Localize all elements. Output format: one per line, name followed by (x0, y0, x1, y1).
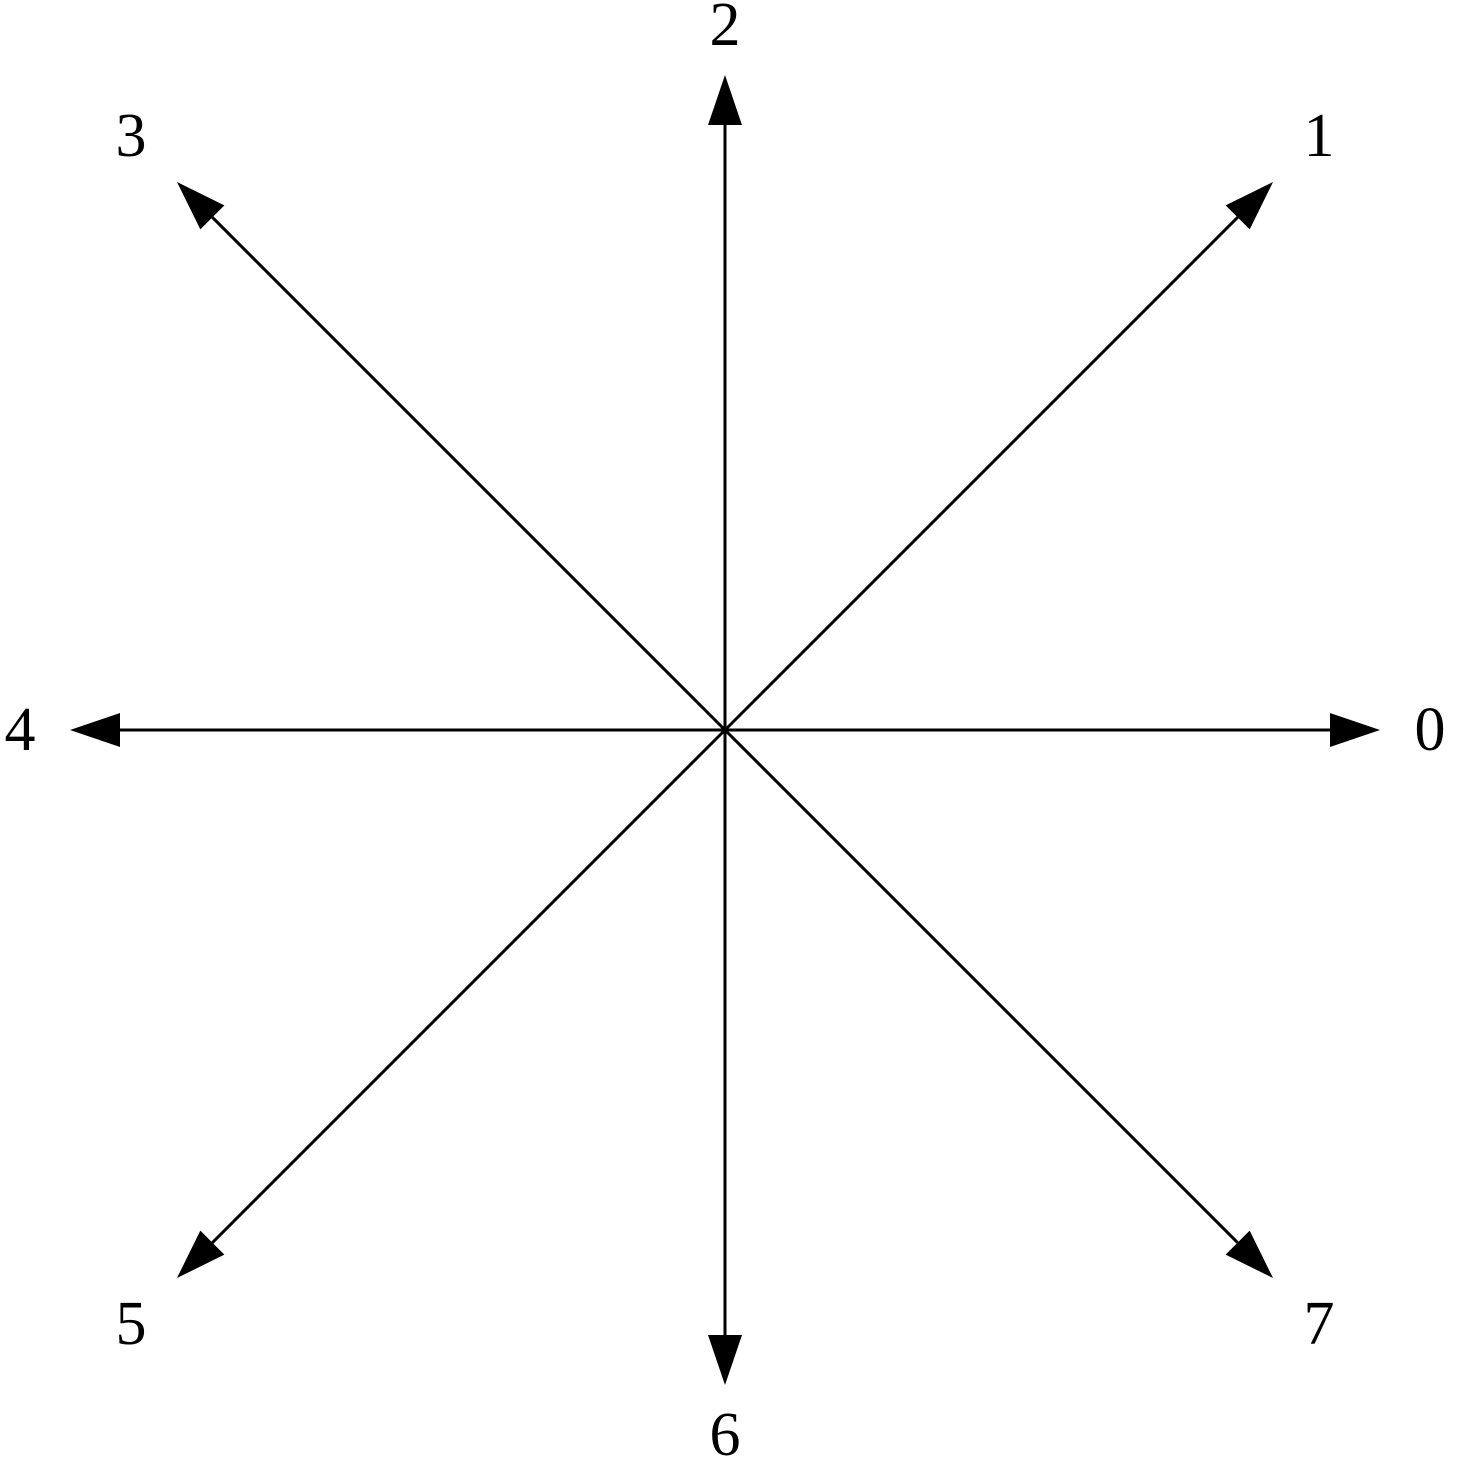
direction-label-2: 2 (710, 0, 741, 59)
arrowhead-5 (176, 1230, 225, 1279)
arrow-shaft-1 (723, 216, 1239, 732)
direction-label-5: 5 (116, 1290, 147, 1358)
arrow-shaft-5 (211, 728, 727, 1244)
arrowhead-6 (708, 1335, 742, 1385)
arrowhead-0 (1330, 713, 1380, 747)
direction-label-1: 1 (1303, 102, 1334, 170)
direction-label-7: 7 (1303, 1290, 1334, 1358)
direction-label-0: 0 (1415, 696, 1446, 764)
arrowhead-7 (1225, 1230, 1274, 1279)
direction-label-4: 4 (5, 696, 36, 764)
direction-label-6: 6 (710, 1401, 741, 1468)
arrow-shaft-7 (723, 728, 1239, 1244)
arrowhead-3 (176, 181, 225, 230)
arrowhead-2 (708, 75, 742, 125)
arrowhead-1 (1225, 181, 1274, 230)
direction-label-3: 3 (116, 102, 147, 170)
arrowhead-4 (70, 713, 120, 747)
arrow-shaft-3 (211, 216, 727, 732)
